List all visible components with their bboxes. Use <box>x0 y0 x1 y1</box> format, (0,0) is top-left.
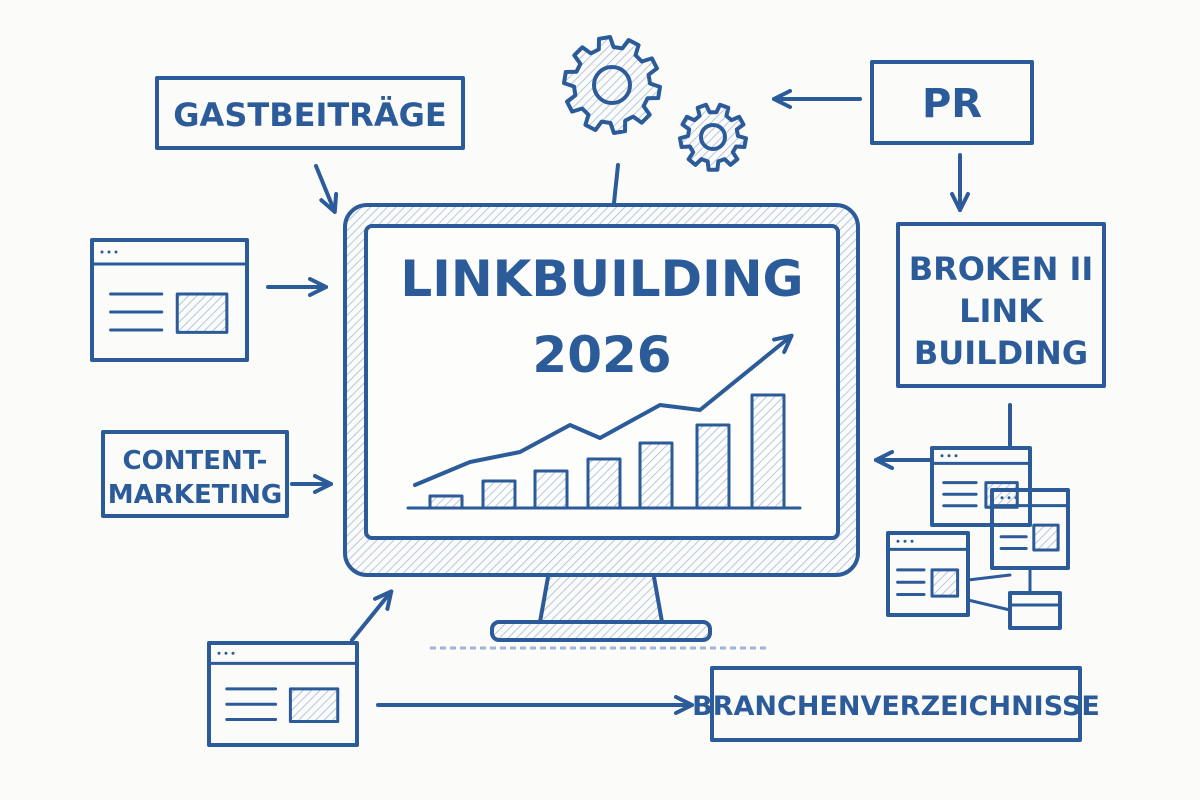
browser-window-icon <box>1008 591 1062 630</box>
chart-bar <box>640 443 672 508</box>
chart-bar-outline <box>428 494 464 510</box>
chart-bar <box>483 481 515 508</box>
chart-bar-outline <box>481 479 517 510</box>
content-marketing-label-2: MARKETING <box>108 480 282 510</box>
browser-window-icon <box>90 238 1070 747</box>
guest-posts-box: GASTBEITRÄGE <box>155 76 465 150</box>
directories-box: BRANCHENVERZEICHNISSE <box>692 666 1100 742</box>
growth-chart-icon <box>406 337 802 510</box>
chart-bar-outline <box>533 469 569 510</box>
chart-bar-outline <box>638 441 674 510</box>
gear-icon <box>562 35 748 205</box>
chart-bar-outline <box>750 393 786 510</box>
arrow-icon <box>266 99 1032 705</box>
browser-window-icon <box>90 238 249 362</box>
broken-link-label-1: BROKEN II <box>909 250 1094 288</box>
pr-label: PR <box>922 81 982 127</box>
title-line-1: LINKBUILDING <box>400 250 803 308</box>
browser-window-icon <box>207 641 359 747</box>
chart-bar <box>588 459 620 508</box>
chart-bar <box>752 395 784 508</box>
broken-link-building-box: BROKEN II LINK BUILDING <box>896 222 1106 388</box>
chart-bar-outline <box>695 423 731 510</box>
title-line-2: 2026 <box>532 326 671 384</box>
content-marketing-box: CONTENT- MARKETING <box>101 430 289 518</box>
chart-bar-outline <box>586 457 622 510</box>
pr-box: PR <box>870 60 1034 145</box>
chart-bar <box>697 425 729 508</box>
broken-link-label-2: LINK <box>959 292 1044 330</box>
chart-bar <box>535 471 567 508</box>
browser-window-icon <box>930 446 1032 527</box>
broken-link-label-3: BUILDING <box>914 334 1088 372</box>
guest-posts-label: GASTBEITRÄGE <box>173 96 446 134</box>
chart-bar <box>430 496 462 508</box>
directories-label: BRANCHENVERZEICHNISSE <box>692 691 1100 722</box>
browser-window-icon <box>990 488 1070 570</box>
content-marketing-label-1: CONTENT- <box>123 446 268 476</box>
browser-window-icon <box>886 531 970 617</box>
